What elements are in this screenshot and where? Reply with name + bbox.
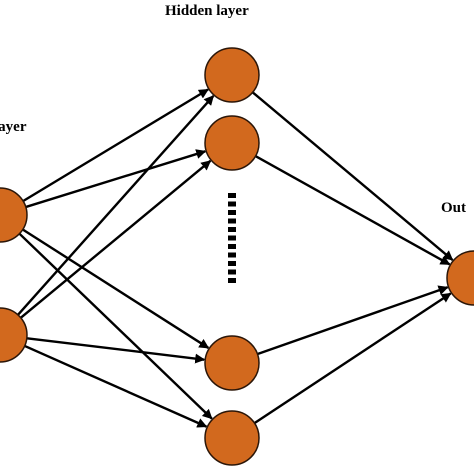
hidden-node-1 <box>204 47 260 103</box>
edge-input-2-to-hidden-4 <box>20 343 208 428</box>
ellipsis-dash <box>228 269 236 275</box>
input-layer-label: layer <box>0 119 27 135</box>
node-layer <box>0 47 474 466</box>
edge-input-1-to-hidden-4 <box>15 230 213 420</box>
edge-input-2-to-hidden-2 <box>16 159 212 322</box>
ellipsis-dash <box>228 244 236 249</box>
ellipsis-dash <box>228 261 236 266</box>
hidden-layer-label: Hidden layer <box>165 3 249 19</box>
edge-input-2-to-hidden-1 <box>14 95 215 319</box>
edge-input-1-to-hidden-3 <box>18 226 210 349</box>
edge-hidden-1-to-output-1 <box>248 88 454 261</box>
ellipsis-dash <box>228 193 236 198</box>
connection-layer <box>14 88 454 428</box>
edge-hidden-4-to-output-1 <box>250 292 452 427</box>
input-node-1 <box>0 187 28 243</box>
edge-input-2-to-hidden-3 <box>22 336 206 364</box>
edge-hidden-2-to-output-1 <box>251 153 451 266</box>
ellipsis-dash <box>228 278 236 283</box>
ellipsis-dash <box>228 235 236 241</box>
hidden-layer-ellipsis <box>228 193 236 283</box>
ellipsis-dash <box>228 252 236 258</box>
output-node-1 <box>446 250 474 306</box>
output-layer-label: Out <box>441 200 467 216</box>
edge-input-1-to-hidden-1 <box>19 88 209 205</box>
hidden-node-4 <box>204 410 260 466</box>
edge-input-1-to-hidden-2 <box>21 149 207 210</box>
hidden-node-2 <box>204 115 260 171</box>
ellipsis-dash <box>228 210 236 215</box>
hidden-node-3 <box>204 335 260 391</box>
input-node-2 <box>0 307 28 363</box>
ellipsis-dash <box>228 218 236 224</box>
ellipsis-dash <box>228 227 236 232</box>
edge-hidden-3-to-output-1 <box>253 285 449 357</box>
ellipsis-dash <box>228 201 236 207</box>
